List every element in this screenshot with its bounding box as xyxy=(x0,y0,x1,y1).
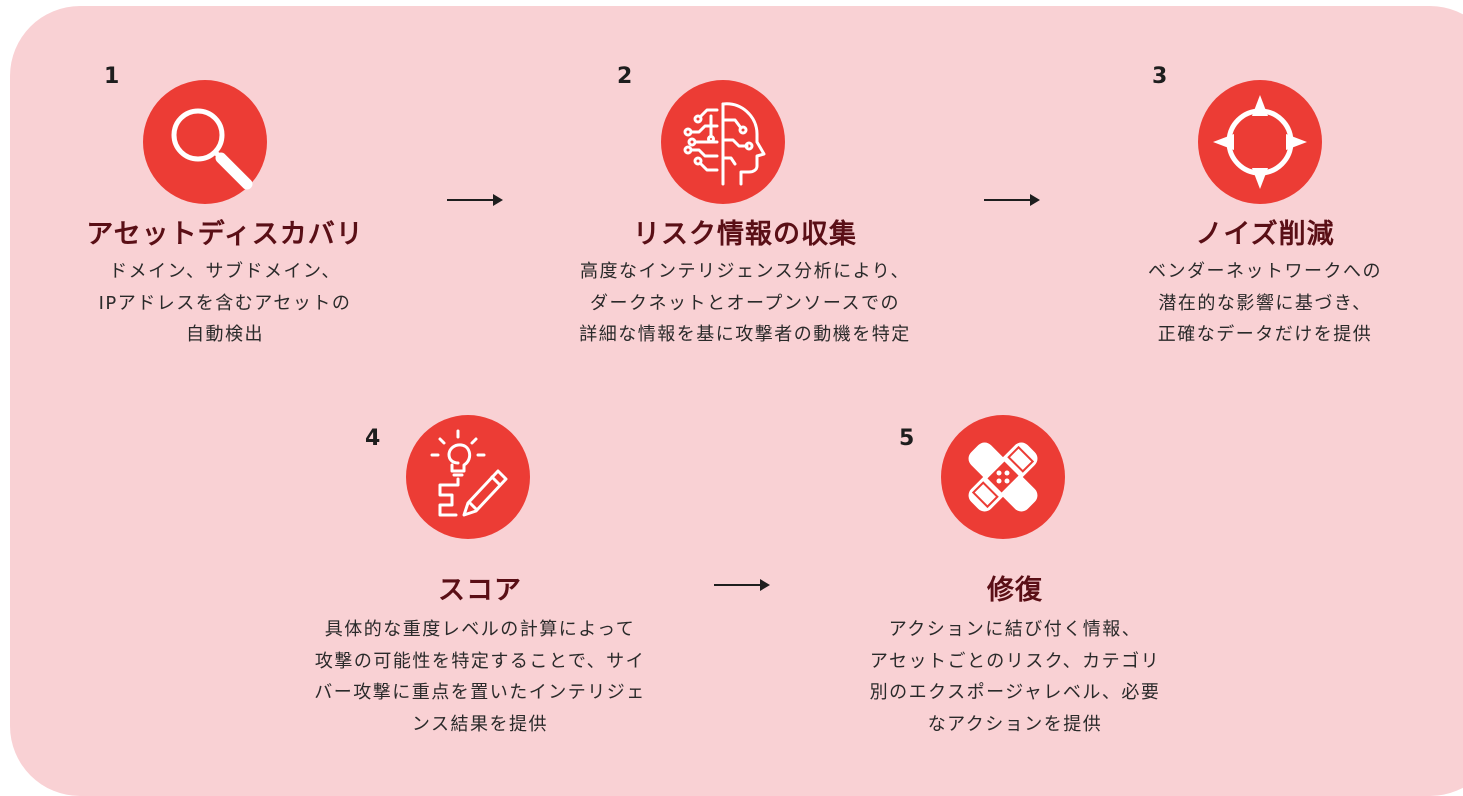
step-description: アクションに結び付く情報、 アセットごとのリスク、カテゴリ 別のエクスポージャレ… xyxy=(815,614,1215,740)
description-line: 攻撃の可能性を特定することで、サイ xyxy=(314,650,646,672)
description-line: ベンダーネットワークへの xyxy=(1148,261,1382,282)
description-line: 高度なインテリジェンス分析により、 xyxy=(579,261,911,282)
step-title: 修復 xyxy=(987,575,1043,606)
step-number: 4 xyxy=(365,426,381,451)
description-line: アセットごとのリスク、カテゴリ xyxy=(869,650,1161,672)
step-title: スコア xyxy=(438,575,522,606)
description-line: 別のエクスポージャレベル、必要 xyxy=(869,682,1161,703)
step-remediation: 5 修復 アクションに結び付く情報、 アセットごとのリスク、カテゴリ 別のエクス… xyxy=(815,405,1215,745)
arrow-right-icon xyxy=(714,578,770,592)
idea-pencil-icon xyxy=(406,415,530,539)
step-number: 2 xyxy=(617,64,633,89)
description-line: ダークネットとオープンソースでの xyxy=(589,292,901,314)
step-title: リスク情報の収集 xyxy=(633,219,857,250)
description-line: 詳細な情報を基に攻撃者の動機を特定 xyxy=(579,324,911,345)
step-noise-reduction: 3 ノイズ削減 ベンダーネットワークへの 潜在的な影響に基づき、 正確なデータだ… xyxy=(1100,60,1430,360)
step-risk-intelligence: 2 リスク情報の収集 高度なインテリジェンス分析により、 ダークネットとオー xyxy=(545,60,945,360)
step-description: 高度なインテリジェンス分析により、 ダークネットとオープンソースでの 詳細な情報… xyxy=(545,256,945,351)
description-line: 潜在的な影響に基づき、 xyxy=(1158,292,1372,314)
step-title: ノイズ削減 xyxy=(1195,219,1335,250)
step-description: ベンダーネットワークへの 潜在的な影響に基づき、 正確なデータだけを提供 xyxy=(1100,256,1430,351)
description-line: ンス結果を提供 xyxy=(411,713,549,735)
description-line: IPアドレスを含むアセットの xyxy=(98,292,352,314)
step-description: 具体的な重度レベルの計算によって 攻撃の可能性を特定することで、サイ バー攻撃に… xyxy=(280,614,680,740)
step-title: アセットディスカバリ xyxy=(86,219,364,250)
step-asset-discovery: 1 アセットディスカバリ ドメイン、サブドメイン、 IPアドレスを含むアセットの… xyxy=(50,60,400,360)
description-line: 自動検出 xyxy=(186,324,264,345)
magnifier-icon xyxy=(143,80,267,204)
step-number: 1 xyxy=(104,64,120,89)
step-number: 5 xyxy=(899,426,915,451)
description-line: 具体的な重度レベルの計算によって xyxy=(324,619,636,640)
step-number: 3 xyxy=(1152,64,1168,89)
target-crosshair-icon xyxy=(1198,80,1322,204)
description-line: 正確なデータだけを提供 xyxy=(1157,324,1373,345)
step-score: 4 スコア 具体的な重度レベルの計算によって 攻撃の可能性を特定することで、サイ… xyxy=(280,405,680,745)
description-line: アクションに結び付く情報、 xyxy=(888,619,1142,640)
step-description: ドメイン、サブドメイン、 IPアドレスを含むアセットの 自動検出 xyxy=(50,256,400,351)
description-line: バー攻撃に重点を置いたインテリジェ xyxy=(314,682,646,703)
description-line: なアクションを提供 xyxy=(927,713,1103,735)
ai-brain-head-icon xyxy=(661,80,785,204)
arrow-right-icon xyxy=(447,193,503,207)
arrow-right-icon xyxy=(984,193,1040,207)
bandage-icon xyxy=(941,415,1065,539)
description-line: ドメイン、サブドメイン、 xyxy=(109,261,341,282)
